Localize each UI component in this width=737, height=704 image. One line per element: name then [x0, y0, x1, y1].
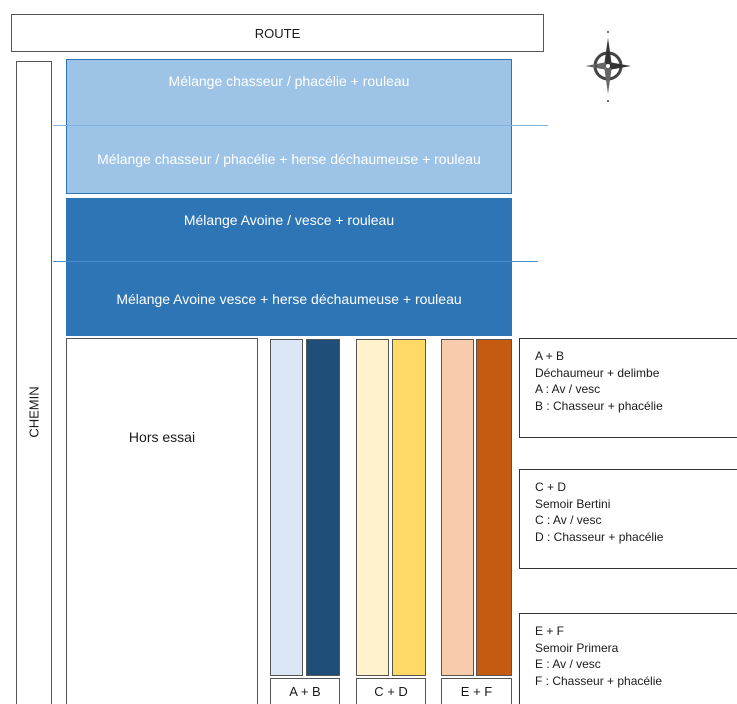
legend-box-ef: E + F Semoir Primera E : Av / vesc F : C…	[519, 613, 737, 704]
strip-c	[356, 339, 389, 676]
route-label: ROUTE	[254, 25, 301, 41]
legend-line: Semoir Bertini	[535, 496, 611, 511]
hors-essai-plot: Hors essai	[66, 338, 258, 704]
legend-line: C : Av / vesc	[535, 513, 602, 527]
legend-line: B : Chasseur + phacélie	[535, 398, 663, 413]
legend-line: Semoir Primera	[535, 640, 619, 655]
legend-line: Déchaumeur + delimbe	[535, 365, 660, 380]
legend-box-cd: C + D Semoir Bertini C : Av / vesc D : C…	[519, 469, 737, 569]
band-avoine-herse: Mélange Avoine vesce + herse déchaumeuse…	[66, 262, 512, 336]
group-label-cd: C + D	[356, 678, 426, 704]
plot-divider	[53, 125, 548, 126]
band-label: Mélange chasseur / phacélie + herse déch…	[97, 151, 481, 167]
legend-line: A : Av / vesc	[535, 382, 601, 396]
group-label-text: A + B	[289, 684, 321, 699]
legend-box-ab: A + B Déchaumeur + delimbe A : Av / vesc…	[519, 338, 737, 438]
band-label: Mélange Avoine vesce + herse déchaumeuse…	[116, 290, 462, 307]
hors-essai-label: Hors essai	[128, 429, 196, 445]
strip-a	[270, 339, 303, 676]
legend-title: E + F	[535, 624, 565, 638]
group-label-text: C + D	[374, 684, 408, 699]
compass-icon	[585, 26, 632, 106]
legend-line: F : Chasseur + phacélie	[535, 673, 663, 688]
band-chasseur-rouleau: Mélange chasseur / phacélie + rouleau	[66, 59, 512, 126]
band-chasseur-herse: Mélange chasseur / phacélie + herse déch…	[66, 126, 512, 194]
band-avoine-rouleau: Mélange Avoine / vesce + rouleau	[66, 198, 512, 262]
group-label-ab: A + B	[270, 678, 340, 704]
chemin-box: CHEMIN	[16, 61, 52, 704]
group-label-text: E + F	[460, 684, 493, 699]
band-label: Mélange chasseur / phacélie + rouleau	[168, 73, 410, 89]
strip-d	[392, 339, 426, 676]
legend-title: C + D	[535, 480, 567, 494]
band-label: Mélange Avoine / vesce + rouleau	[183, 212, 395, 228]
legend-line: E : Av / vesc	[535, 657, 601, 671]
strip-e	[441, 339, 474, 676]
legend-title: A + B	[535, 349, 565, 363]
strip-b	[306, 339, 340, 676]
strip-f	[476, 339, 512, 676]
route-box: ROUTE	[11, 14, 544, 52]
legend-line: D : Chasseur + phacélie	[535, 529, 664, 544]
compass-rose-icon	[585, 31, 631, 102]
group-label-ef: E + F	[441, 678, 512, 704]
plot-divider	[53, 261, 538, 262]
chemin-label: CHEMIN	[26, 386, 42, 438]
